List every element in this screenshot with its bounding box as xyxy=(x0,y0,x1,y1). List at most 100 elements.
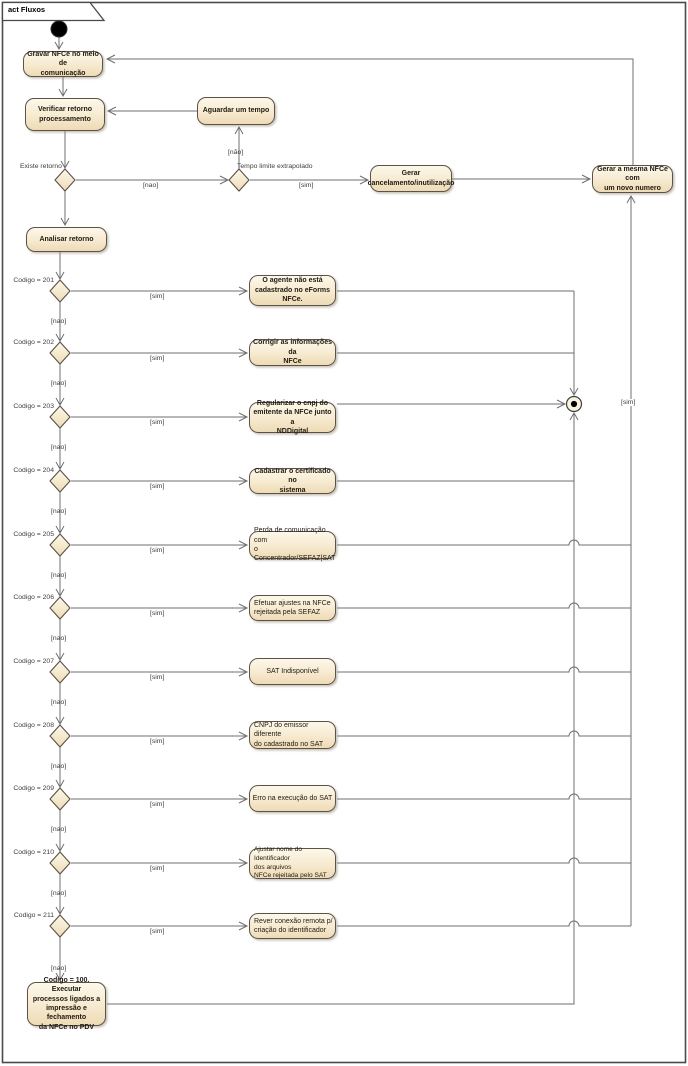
edge-gravar-verificar xyxy=(58,77,68,98)
guard-sim-203: [sim] xyxy=(150,419,165,426)
guard-codigo-211: Codigo = 211 xyxy=(13,912,54,919)
decision-codigo-210 xyxy=(49,851,71,875)
activity-efetuar-ajustes: Efetuar ajustes na NFCe rejeitada pela S… xyxy=(249,595,336,621)
activity-cnpj-emissor-diferente: CNPJ do emissor diferente do cadastrado … xyxy=(249,721,336,749)
guard-nao-existe: [nao] xyxy=(143,182,159,189)
guard-tempo-limite: Tempo limite extrapolado xyxy=(237,163,313,170)
decision-codigo-203 xyxy=(49,405,71,429)
decision-diamonds xyxy=(49,168,250,938)
edge-out-208 xyxy=(337,730,631,737)
edge-sim-209 xyxy=(71,794,249,804)
edge-nao-207-208 xyxy=(55,683,65,726)
guard-nao-208: [nao] xyxy=(51,763,67,770)
decision-existe-retorno xyxy=(54,168,76,192)
guard-sim-201: [sim] xyxy=(150,293,165,300)
edge-nao-206-207 xyxy=(55,619,65,662)
guard-existe-retorno: Existe retorno xyxy=(20,163,62,170)
guard-sim-208: [sim] xyxy=(150,738,165,745)
guard-sim-206: [sim] xyxy=(150,610,165,617)
edge-nao-202-203 xyxy=(55,364,65,407)
decision-codigo-204 xyxy=(49,469,71,493)
start-node xyxy=(50,20,68,38)
edge-existe-tempo-nao xyxy=(76,175,230,185)
guard-sim-211: [sim] xyxy=(150,928,165,935)
decision-codigo-201 xyxy=(49,279,71,303)
activity-cadastrar-certificado: Cadastrar o certificado no sistema xyxy=(249,468,336,494)
activity-gravar-nfce: Gravar NFCe no meio de comunicação xyxy=(23,51,103,77)
guard-nao-tempo: [não] xyxy=(228,149,244,156)
edge-sim-211 xyxy=(71,921,249,931)
edge-nao-210-211 xyxy=(55,874,65,916)
frame-tab-label: act Fluxos xyxy=(8,5,46,14)
edge-out-211 xyxy=(337,920,631,927)
guard-nao-205: [nao] xyxy=(51,572,67,579)
activity-codigo-100: Codigo = 100. Executar processos ligados… xyxy=(27,977,106,1031)
edge-aguardar-verificar xyxy=(106,106,197,116)
guard-nao-210: [nao] xyxy=(51,890,67,897)
edge-nao-205-206 xyxy=(55,556,65,598)
final-node xyxy=(565,395,583,413)
edge-existe-analisar xyxy=(60,191,70,227)
guard-codigo-202: Codigo = 202 xyxy=(13,339,54,346)
edge-final-collector-top xyxy=(569,291,579,397)
guard-nao-203: [nao] xyxy=(51,444,67,451)
edge-analisar-201 xyxy=(55,252,65,281)
edge-nao-203-204 xyxy=(55,428,65,471)
decision-codigo-211 xyxy=(49,914,71,938)
edge-nao-211-100 xyxy=(55,937,65,982)
edge-out-203-final xyxy=(337,399,567,409)
edge-nao-209-210 xyxy=(55,810,65,853)
decision-codigo-202 xyxy=(49,341,71,365)
edge-sim-203 xyxy=(71,412,249,422)
edge-sim-210 xyxy=(71,858,249,868)
guard-nao-211: [nao] xyxy=(51,965,67,972)
activity-agente-nao-cadastrado: O agente não está cadastrado no eForms N… xyxy=(249,275,336,306)
edge-regen-loop-to-gravar xyxy=(105,54,634,165)
guard-codigo-205: Codigo = 205 xyxy=(13,531,54,538)
activity-sat-indisponivel: SAT Indisponível xyxy=(249,658,336,685)
decision-codigo-207 xyxy=(49,660,71,684)
edge-tempo-cancel-sim xyxy=(250,175,370,185)
decision-codigo-205 xyxy=(49,533,71,557)
edge-out-210 xyxy=(337,857,631,864)
guard-nao-206: [nao] xyxy=(51,635,67,642)
edge-sim-207 xyxy=(71,667,249,677)
guard-codigo-210: Codigo = 210 xyxy=(13,849,54,856)
edge-start-gravar xyxy=(54,37,64,51)
activity-verificar-retorno: Verificar retorno processamento xyxy=(25,98,105,131)
guard-nao-201: [nao] xyxy=(51,318,67,325)
guard-codigo-208: Codigo = 208 xyxy=(13,722,54,729)
guard-nao-204: [nao] xyxy=(51,508,67,515)
edge-nao-208-209 xyxy=(55,747,65,789)
edge-sim-208 xyxy=(71,731,249,741)
edge-nao-201-202 xyxy=(55,302,65,343)
activity-aguardar-tempo: Aguardar um tempo xyxy=(197,97,275,125)
decision-codigo-209 xyxy=(49,787,71,811)
activity-ajustar-nome-identificador: Ajustar nome do Identificador dos arquiv… xyxy=(249,846,336,879)
edge-cancel-mesma xyxy=(452,174,592,184)
guard-sim-regen: [sim] xyxy=(620,399,637,406)
edge-out-205 xyxy=(337,539,631,546)
guard-codigo-203: Codigo = 203 xyxy=(13,403,54,410)
edges xyxy=(54,37,636,1005)
guard-codigo-201: Codigo = 201 xyxy=(13,277,54,284)
guard-codigo-204: Codigo = 204 xyxy=(13,467,54,474)
edge-final-collector-bottom xyxy=(107,411,579,1005)
edge-tempo-aguardar-nao xyxy=(234,125,244,169)
guard-codigo-206: Codigo = 206 xyxy=(13,594,54,601)
guard-nao-202: [nao] xyxy=(51,380,67,387)
decision-codigo-206 xyxy=(49,596,71,620)
guard-sim-207: [sim] xyxy=(150,674,165,681)
activity-erro-execucao-sat: Erro na execução do SAT xyxy=(249,785,336,812)
guard-sim-210: [sim] xyxy=(150,865,165,872)
edge-out-206 xyxy=(337,602,631,609)
edge-sim-201 xyxy=(71,286,249,296)
edge-nao-204-205 xyxy=(55,492,65,535)
guard-sim-205: [sim] xyxy=(150,547,165,554)
edge-sim-205 xyxy=(71,540,249,550)
guard-nao-209: [nao] xyxy=(51,826,67,833)
edge-regen-collector-sim xyxy=(626,194,636,926)
